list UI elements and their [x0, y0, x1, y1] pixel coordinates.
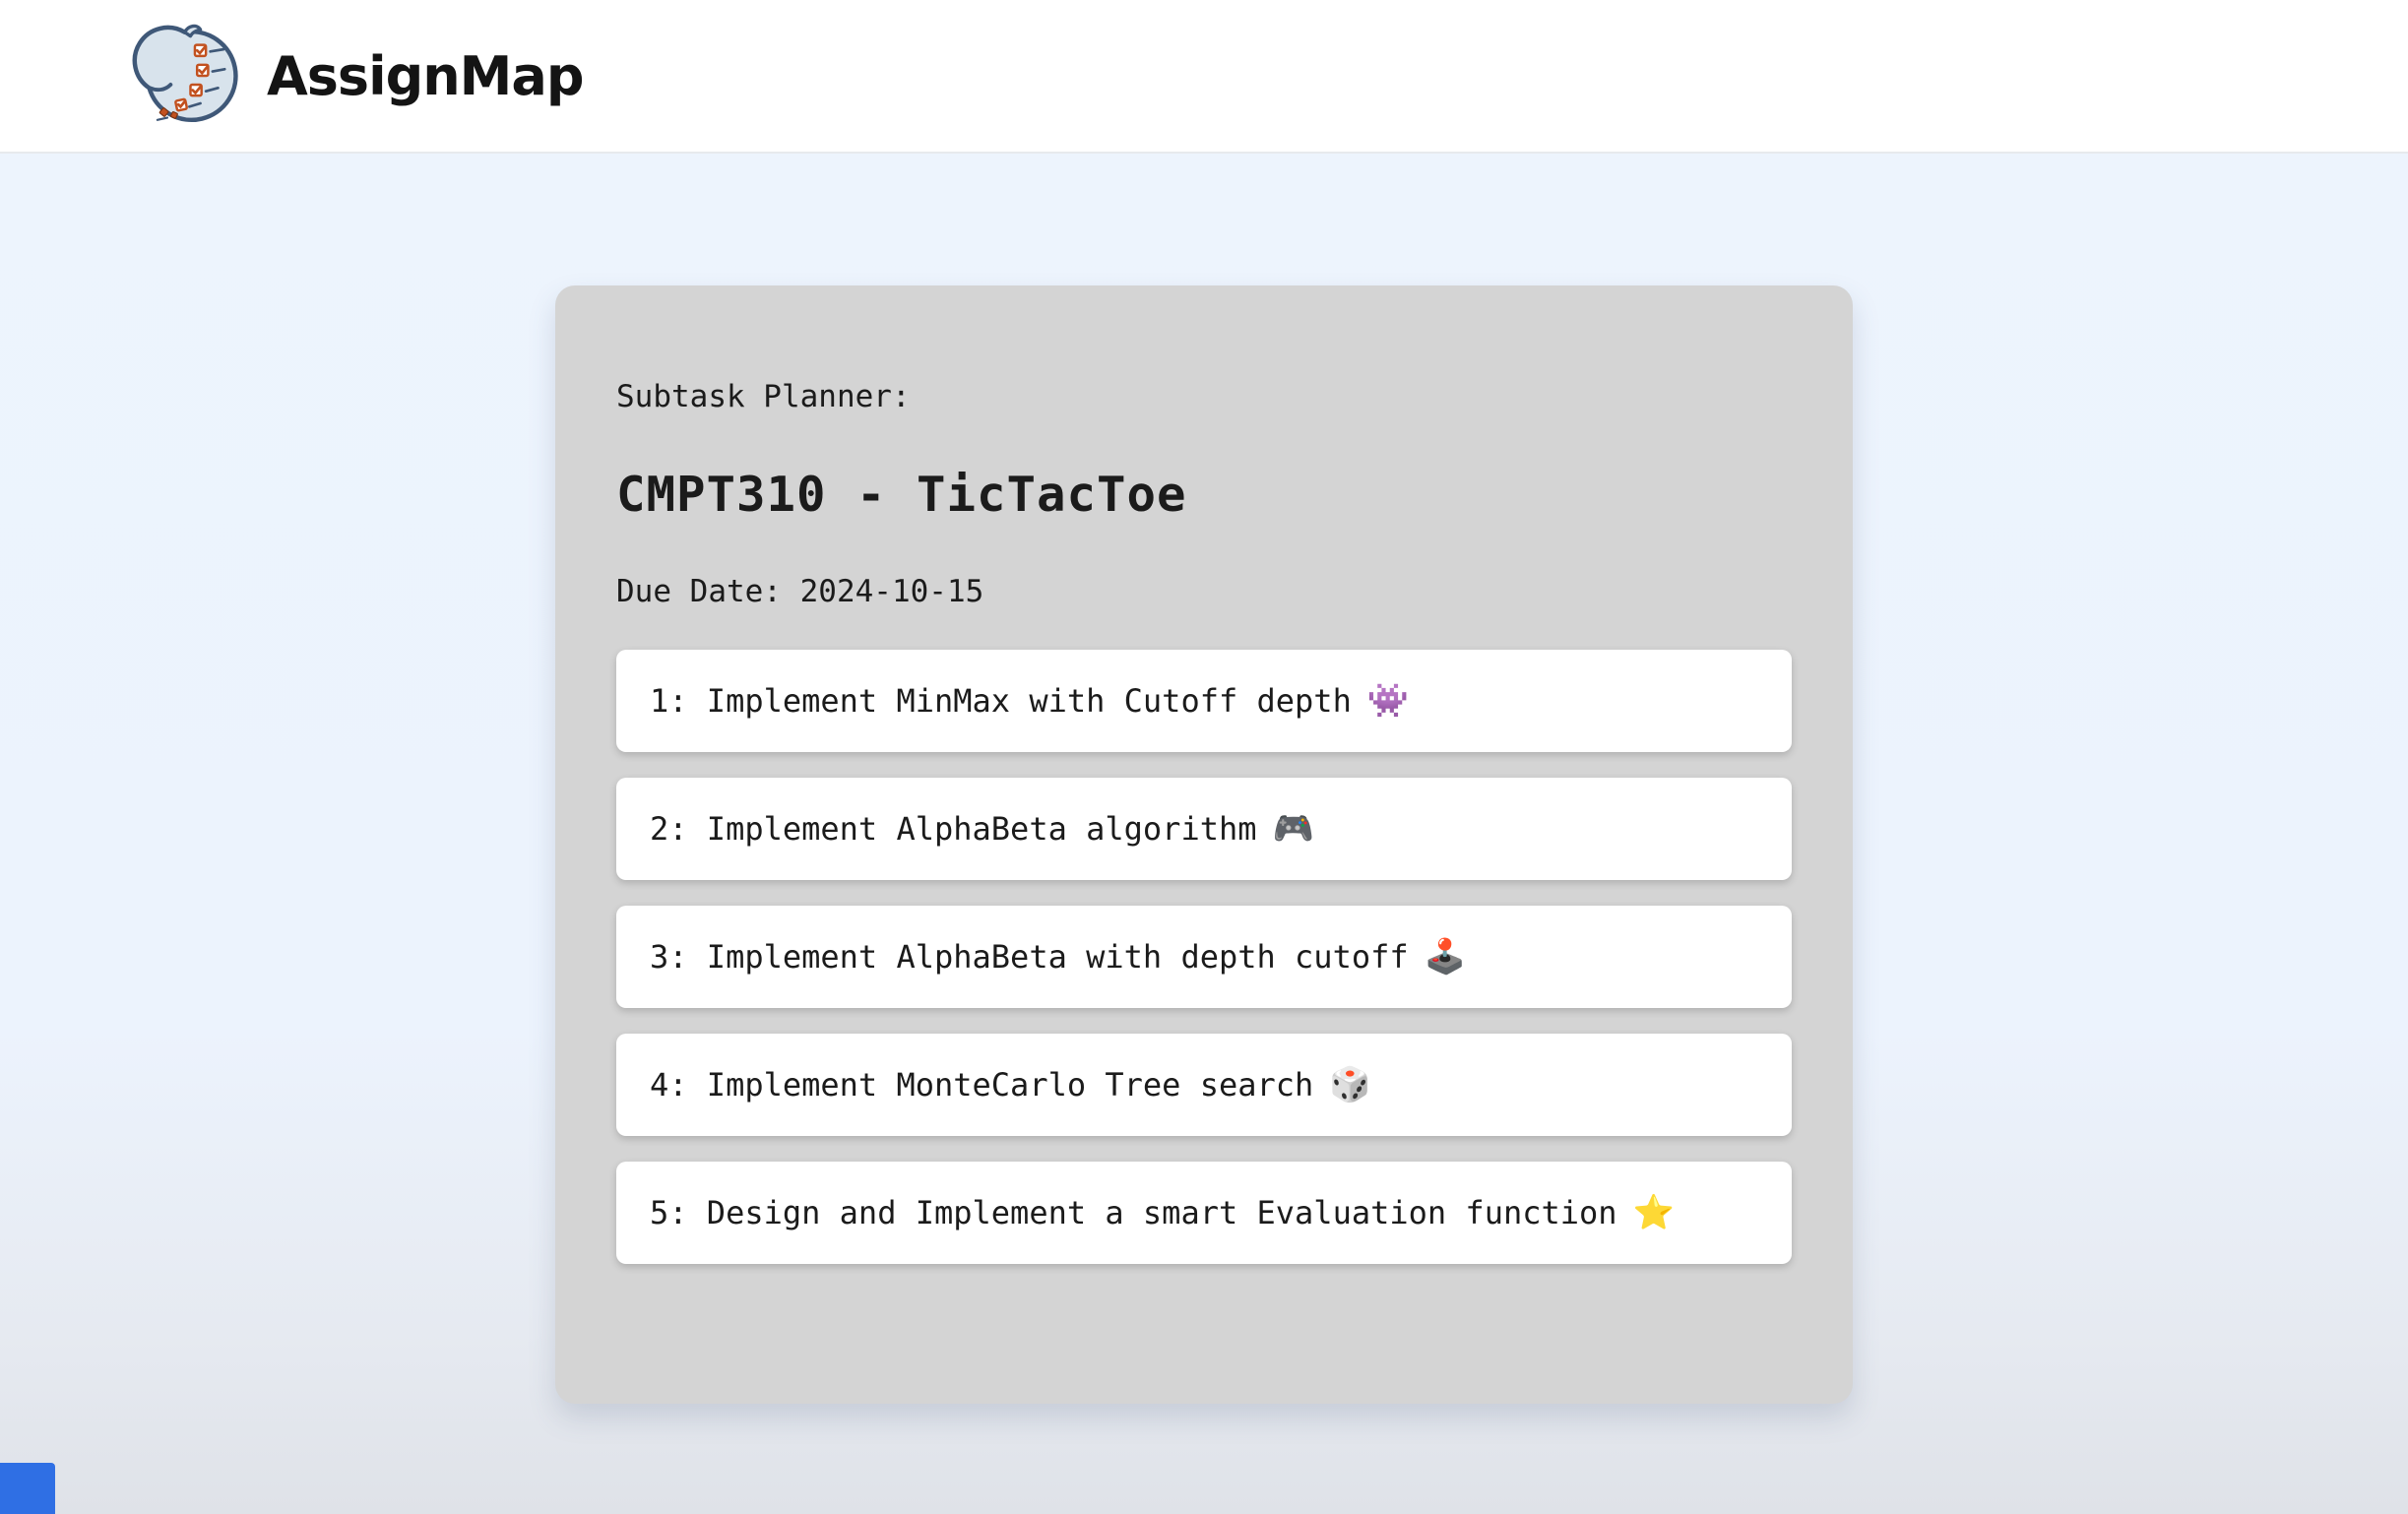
game-controller-icon: 🎮: [1272, 809, 1314, 849]
task-item-2[interactable]: 2: Implement AlphaBeta algorithm 🎮: [616, 778, 1792, 880]
task-item-3[interactable]: 3: Implement AlphaBeta with depth cutoff…: [616, 906, 1792, 1008]
assignment-title: CMPT310 - TicTacToe: [616, 467, 1187, 523]
task-list: 1: Implement MinMax with Cutoff depth 👾 …: [616, 650, 1792, 1264]
game-die-icon: 🎲: [1329, 1065, 1371, 1104]
task-item-label: 5: Design and Implement a smart Evaluati…: [650, 1194, 1617, 1231]
wave-checklist-logo-icon[interactable]: [131, 18, 241, 134]
task-item-label: 2: Implement AlphaBeta algorithm: [650, 810, 1257, 848]
app-header: AssignMap: [0, 0, 2408, 154]
task-item-4[interactable]: 4: Implement MonteCarlo Tree search 🎲: [616, 1034, 1792, 1136]
due-date: Due Date: 2024-10-15: [616, 574, 984, 609]
task-item-label: 1: Implement MinMax with Cutoff depth: [650, 682, 1352, 720]
alien-monster-icon: 👾: [1366, 681, 1410, 721]
section-label: Subtask Planner:: [616, 379, 911, 414]
task-item-1[interactable]: 1: Implement MinMax with Cutoff depth 👾: [616, 650, 1792, 752]
task-item-label: 4: Implement MonteCarlo Tree search: [650, 1066, 1314, 1104]
task-item-label: 3: Implement AlphaBeta with depth cutoff: [650, 938, 1409, 976]
joystick-icon: 🕹️: [1424, 937, 1466, 977]
subtask-planner-card: Subtask Planner: CMPT310 - TicTacToe Due…: [555, 285, 1853, 1404]
bottom-left-blue-fragment[interactable]: [0, 1463, 55, 1514]
task-item-5[interactable]: 5: Design and Implement a smart Evaluati…: [616, 1162, 1792, 1264]
star-icon: ⭐: [1632, 1193, 1675, 1232]
app-title[interactable]: AssignMap: [267, 44, 585, 107]
